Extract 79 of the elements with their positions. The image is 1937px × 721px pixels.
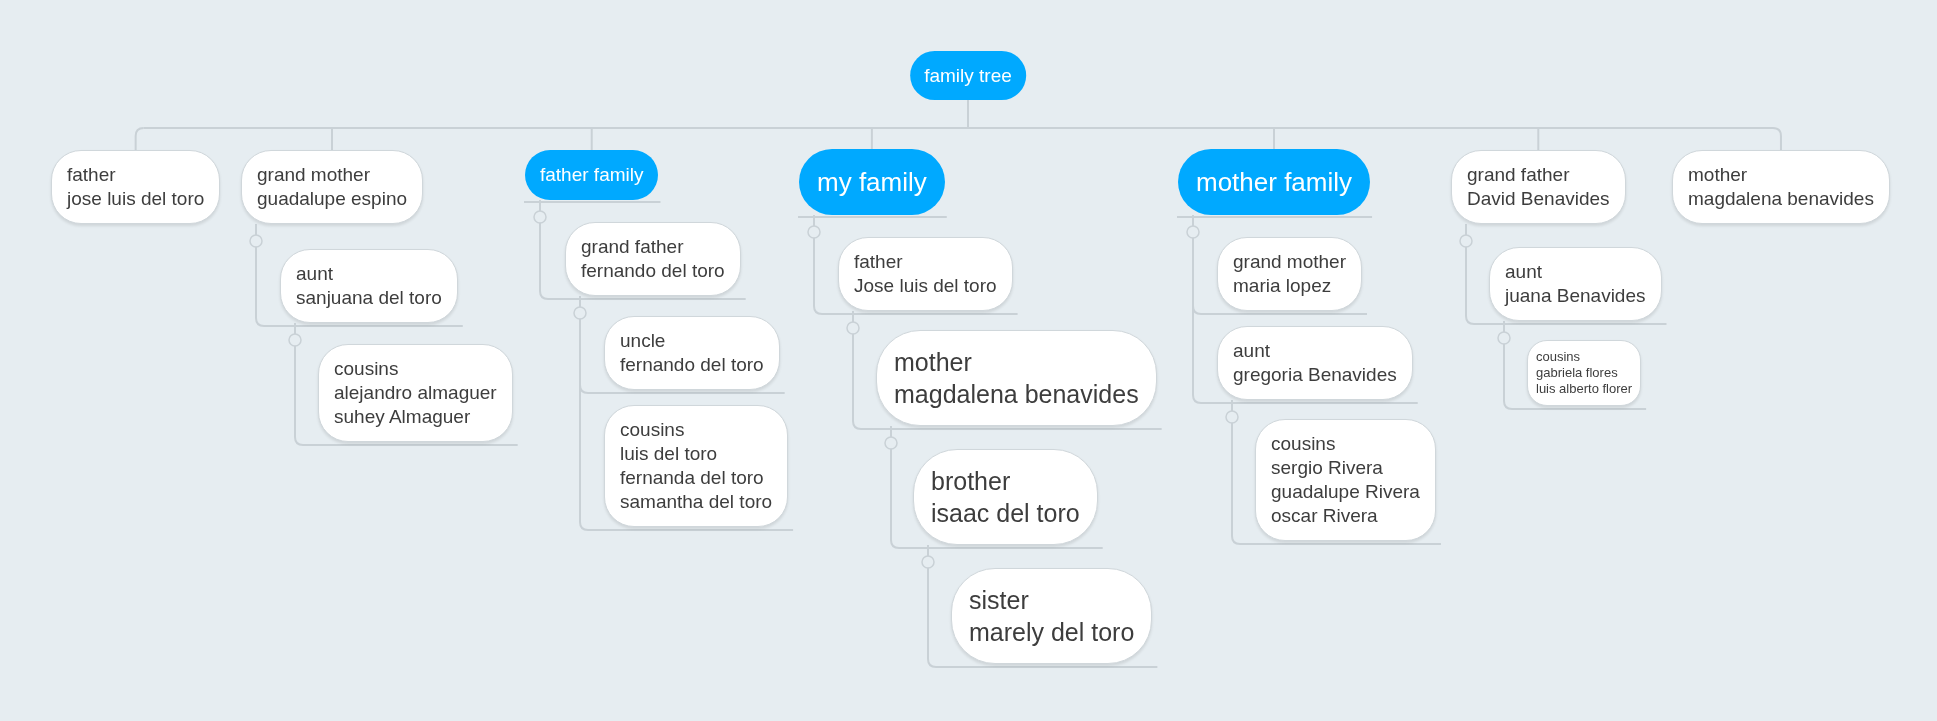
person-name: gabriela flores: [1536, 365, 1619, 381]
connector: [1192, 305, 1419, 404]
relation-label: father: [67, 163, 117, 187]
branch-title: mother family: [1196, 166, 1353, 198]
relation-label: cousins: [620, 418, 686, 442]
person-name: marely del toro: [969, 617, 1135, 648]
person-name: magdalena benavides: [1688, 187, 1874, 211]
person-name: samantha del toro: [620, 490, 773, 514]
branch-title: father family: [540, 163, 644, 187]
relation-label: cousins: [1271, 432, 1337, 456]
branch-topic: [525, 150, 659, 200]
relation-label: uncle: [620, 329, 667, 353]
person-name: suhey Almaguer: [334, 405, 472, 429]
relation-label: sister: [969, 585, 1030, 616]
topic-card: [1217, 237, 1362, 311]
root-topic: [910, 51, 1026, 100]
topic-card: [838, 237, 1013, 311]
relation-label: aunt: [1233, 339, 1271, 363]
connector: [579, 384, 795, 531]
connector: [142, 99, 1774, 129]
person-name: juana Benavides: [1505, 284, 1646, 308]
relation-label: grand father: [581, 235, 685, 259]
topic-card: [913, 449, 1098, 545]
connector: [255, 223, 464, 327]
connector: [1231, 399, 1442, 545]
connector: [1503, 320, 1648, 410]
person-name: David Benavides: [1467, 187, 1610, 211]
relation-label: grand mother: [1233, 250, 1346, 274]
topic-card: [1672, 150, 1890, 224]
relation-label: mother: [894, 347, 973, 378]
topic-card: [1489, 247, 1662, 321]
relation-label: cousins: [334, 357, 400, 381]
person-name: sanjuana del toro: [296, 286, 442, 310]
relation-label: cousins: [1536, 349, 1582, 365]
relation-label: grand mother: [257, 163, 371, 187]
connector: [852, 310, 1163, 430]
connector: [890, 425, 1104, 549]
connector: [294, 322, 519, 446]
person-name: Jose luis del toro: [854, 274, 997, 298]
person-name: oscar Rivera: [1271, 504, 1379, 528]
person-name: guadalupe espino: [257, 187, 408, 211]
person-name: guadalupe Rivera: [1271, 480, 1420, 504]
person-name: sergio Rivera: [1271, 456, 1384, 480]
connector: [134, 127, 145, 151]
relation-label: father: [854, 250, 904, 274]
person-name: gregoria Benavides: [1233, 363, 1397, 387]
topic-card: [1527, 340, 1642, 406]
topic-card: [604, 405, 789, 527]
topic-card: [51, 150, 221, 224]
topic-card: [951, 568, 1153, 664]
topic-card: [1451, 150, 1626, 224]
connector: [1771, 127, 1782, 151]
person-name: luis alberto florer: [1536, 381, 1633, 397]
relation-label: aunt: [296, 262, 334, 286]
person-name: magdalena benavides: [894, 379, 1139, 410]
branch-title: my family: [817, 166, 927, 198]
relation-label: grand father: [1467, 163, 1571, 187]
connector: [1465, 223, 1668, 325]
person-name: alejandro almaguer: [334, 381, 497, 405]
topic-card: [1255, 419, 1436, 541]
person-name: fernanda del toro: [620, 466, 765, 490]
person-name: jose luis del toro: [67, 187, 205, 211]
topic-card: [1217, 326, 1413, 400]
topic-card: [280, 249, 458, 323]
relation-label: brother: [931, 466, 1012, 497]
connector: [927, 544, 1159, 668]
person-name: luis del toro: [620, 442, 719, 466]
person-name: fernando del toro: [581, 259, 725, 283]
topic-card: [565, 222, 741, 296]
root-title: family tree: [924, 63, 1012, 88]
person-name: maria lopez: [1233, 274, 1333, 298]
topic-card: [241, 150, 424, 224]
relation-label: aunt: [1505, 260, 1543, 284]
person-name: fernando del toro: [620, 353, 764, 377]
relation-label: mother: [1688, 163, 1749, 187]
topic-card: [318, 344, 513, 442]
topic-card: [604, 316, 780, 390]
person-name: isaac del toro: [931, 498, 1080, 529]
topic-card: [876, 330, 1157, 426]
